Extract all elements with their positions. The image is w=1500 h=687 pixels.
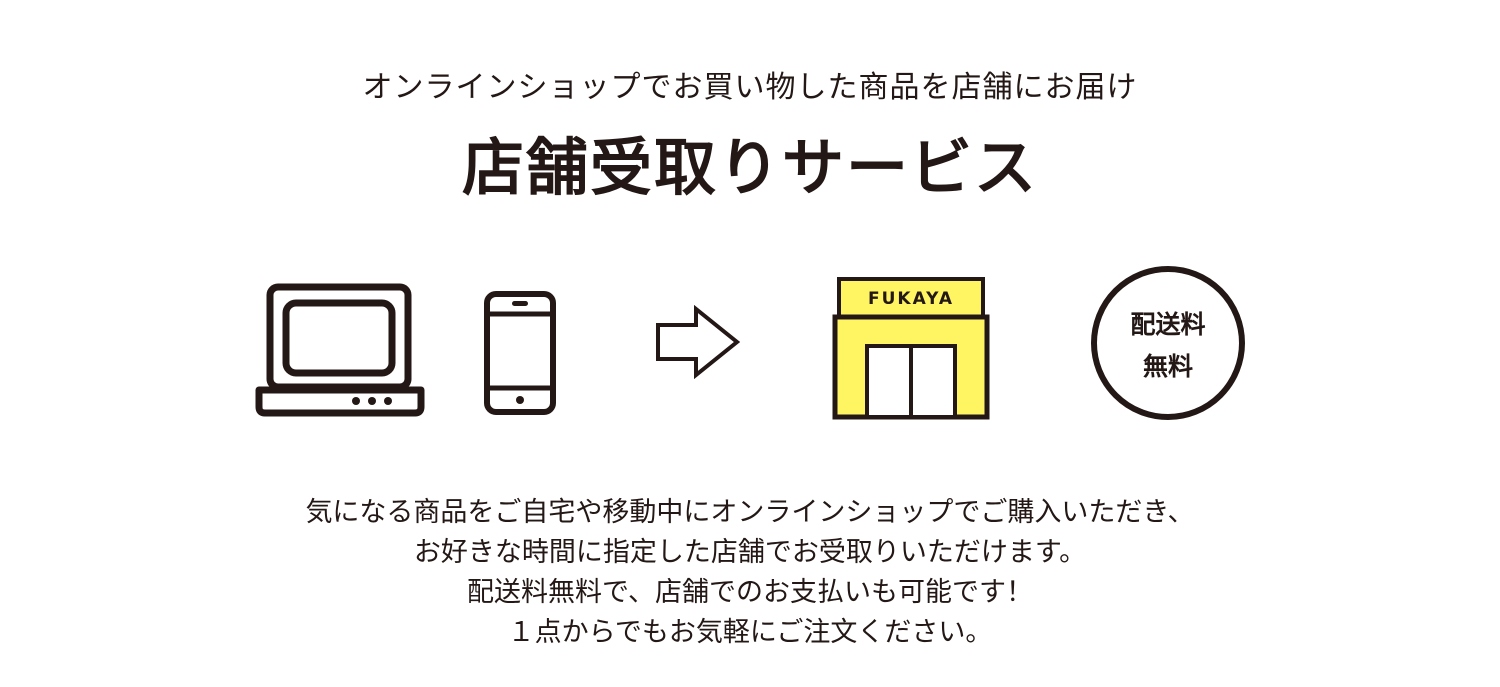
service-flow-illustration: FUKAYA 配送料 無料 bbox=[0, 250, 1500, 450]
badge-line-1: 配送料 bbox=[1130, 310, 1205, 339]
description-line: １点からでもお気軽にご注文ください。 bbox=[507, 617, 993, 648]
badge-line-2: 無料 bbox=[1143, 352, 1193, 381]
store-icon bbox=[832, 277, 990, 420]
store-sign: FUKAYA bbox=[868, 289, 954, 309]
store-sign-text: FUKAYA bbox=[868, 289, 954, 309]
description-line: 配送料無料で、店舗でのお支払いも可能です！ bbox=[467, 577, 1033, 608]
arrow-right-icon bbox=[656, 305, 741, 379]
laptop-icon bbox=[255, 283, 425, 417]
page-title: 店舗受取りサービス bbox=[461, 131, 1038, 204]
description-line: 気になる商品をご自宅や移動中にオンラインショップでご購入いただき、 bbox=[305, 497, 1195, 528]
free-shipping-badge: 配送料 無料 bbox=[1091, 266, 1245, 420]
service-description: 気になる商品をご自宅や移動中にオンラインショップでご購入いただき、 お好きな時間… bbox=[0, 493, 1500, 653]
description-line: お好きな時間に指定した店舗でお受取りいただけます。 bbox=[413, 537, 1087, 568]
page-subtitle: オンラインショップでお買い物した商品を店舗にお届け bbox=[362, 70, 1138, 105]
smartphone-icon bbox=[484, 291, 556, 415]
